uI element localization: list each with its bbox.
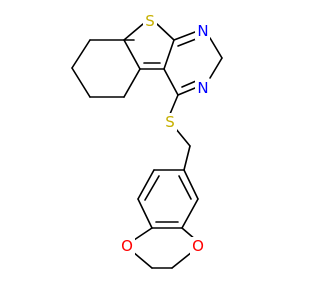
- bond: [169, 94, 179, 115]
- atom-oxygen-right: O: [190, 237, 206, 255]
- bond: [181, 80, 197, 88]
- bond: [173, 31, 196, 41]
- bond: [163, 39, 175, 70]
- bond: [209, 57, 223, 79]
- bond: [132, 251, 153, 269]
- atom-label: N: [197, 79, 208, 97]
- atom-label: S: [145, 12, 155, 30]
- molecule-structure-diagram: S N N S O O: [71, 12, 223, 269]
- atom-labels: S N N S O O: [119, 12, 210, 255]
- bond: [123, 68, 141, 98]
- bond: [137, 169, 155, 200]
- bond: [123, 23, 144, 41]
- atom-sulfur-thiophene: S: [143, 12, 157, 30]
- molecule-structure-canvas: S N N S O O: [71, 12, 223, 269]
- bond: [209, 37, 223, 59]
- bond: [181, 198, 199, 229]
- atom-label: O: [192, 237, 204, 255]
- bond: [163, 68, 179, 96]
- atom-label: S: [165, 113, 175, 131]
- bond: [71, 39, 91, 69]
- bond: [156, 23, 175, 41]
- bond: [177, 87, 196, 96]
- atom-label: O: [121, 237, 133, 255]
- bond-lines: [71, 23, 223, 269]
- bond: [177, 38, 197, 47]
- bond: [144, 175, 160, 201]
- bond: [171, 251, 193, 269]
- atom-oxygen-left: O: [119, 237, 135, 255]
- bond: [133, 227, 153, 241]
- bond: [123, 39, 141, 70]
- atom-label: N: [197, 22, 208, 40]
- atom-nitrogen-lower: N: [195, 79, 210, 97]
- bond: [183, 169, 199, 200]
- bond: [175, 128, 191, 147]
- bond: [183, 145, 191, 171]
- atom-sulfur-thioether: S: [163, 113, 177, 131]
- bond: [178, 175, 192, 200]
- atom-nitrogen-upper: N: [195, 22, 210, 40]
- bond: [137, 198, 153, 229]
- bond: [71, 67, 91, 98]
